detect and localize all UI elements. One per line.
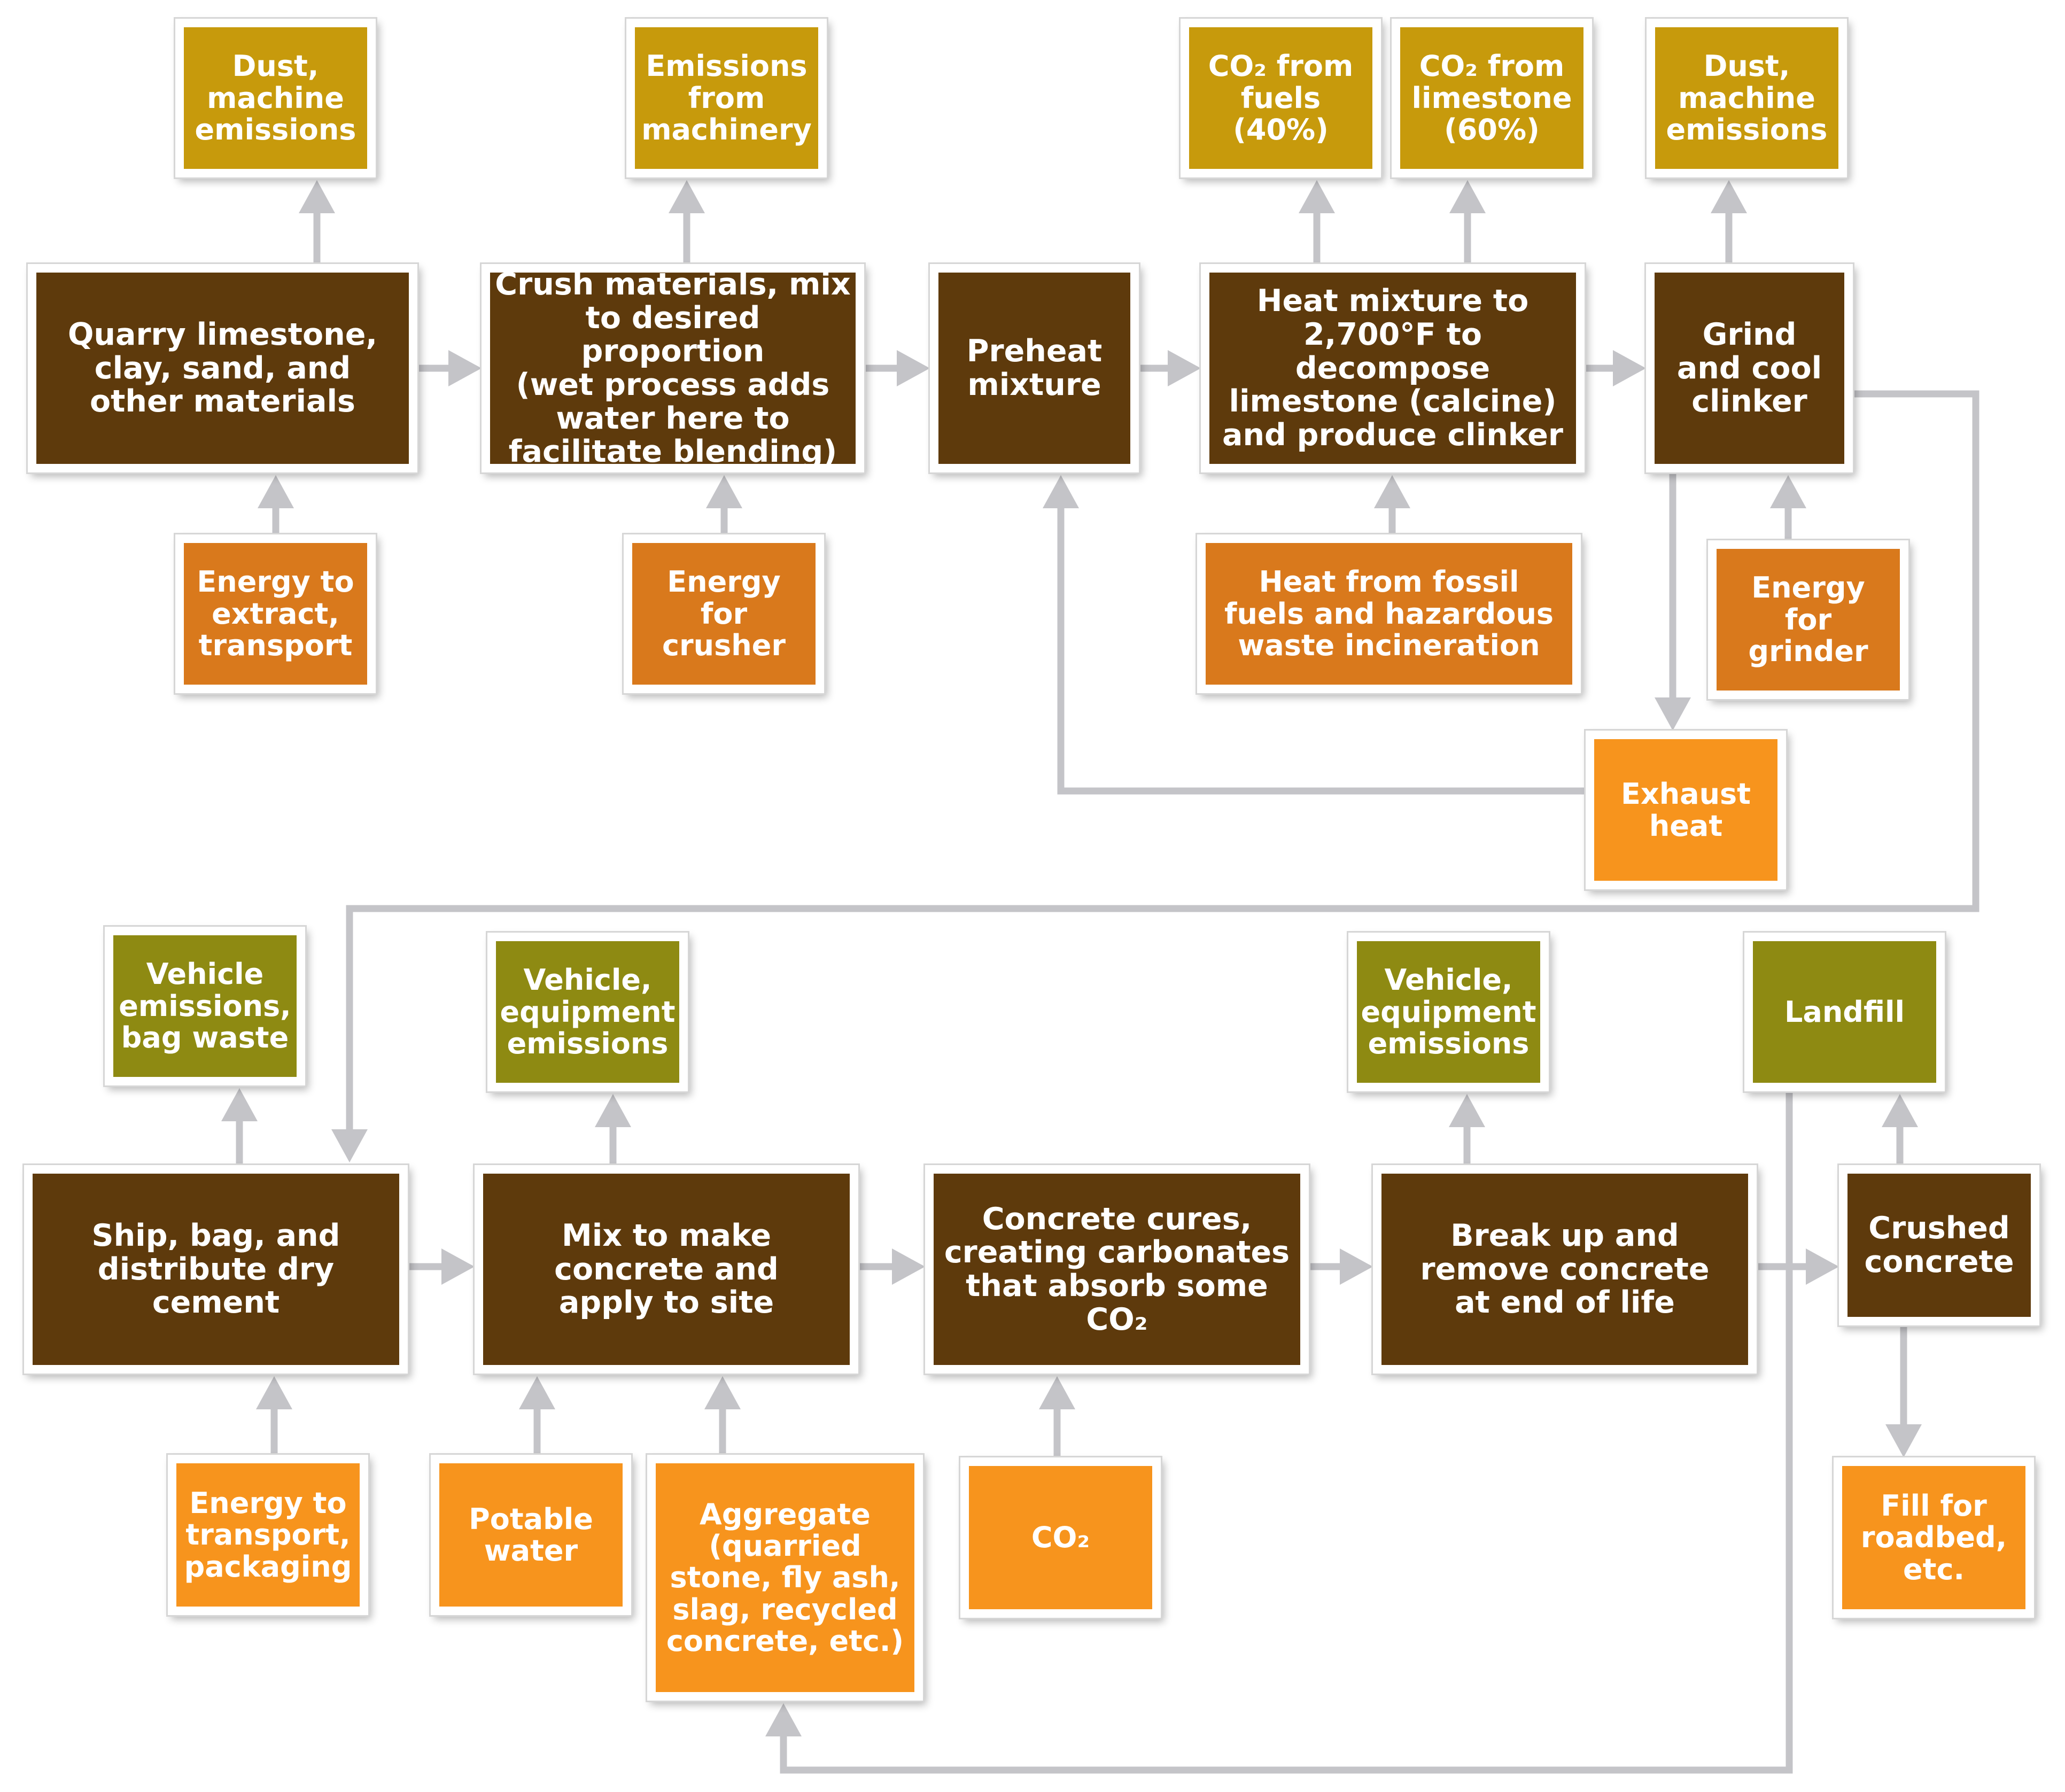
energy-extract-to-quarry-arrowhead (258, 475, 294, 508)
heat-to-co2-fuels-arrowhead (1299, 180, 1335, 213)
energy-extract-transport: Energy to extract, transport (175, 534, 376, 693)
energy-for-crusher: Energy for crusher (624, 534, 824, 693)
heat-from-fossil-fuels: Heat from fossil fuels and hazardous was… (1197, 534, 1581, 693)
ship-bag-distribute-step: Ship, bag, and distribute dry cement (24, 1165, 408, 1374)
co2-from-limestone: CO₂ from limestone (60%) (1392, 19, 1592, 177)
co2-from-fuels: CO₂ from fuels (40%) (1181, 19, 1381, 177)
preheat-mixture-step: Preheat mixture (930, 264, 1139, 472)
landfill-to-aggregate-arrowhead (765, 1703, 802, 1736)
heat-to-grind-arrowhead (1613, 350, 1646, 386)
fill-for-roadbed: Fill for roadbed, etc. (1834, 1457, 2034, 1618)
preheat-to-heat-arrowhead (1168, 350, 1201, 386)
exhaust-to-preheat-line (1057, 507, 1586, 795)
mix-to-vehicle-equip-arrowhead (595, 1094, 631, 1127)
dust-machine-emissions-grind: Dust, machine emissions (1647, 19, 1847, 177)
water-to-mix-arrowhead (519, 1376, 555, 1409)
grind-to-ship-line (346, 390, 1979, 1130)
crush-materials-step: Crush materials, mix to desired proporti… (482, 264, 864, 472)
crushed-to-landfill-arrowhead (1882, 1094, 1918, 1127)
crush-to-machinery-arrowhead (669, 180, 705, 213)
emissions-from-machinery: Emissions from machinery (626, 19, 827, 177)
vehicle-emissions-bag-waste: Vehicle emissions, bag waste (105, 927, 305, 1085)
grind-to-exhaust-arrowhead (1655, 697, 1691, 731)
aggregate-to-mix-arrowhead (704, 1376, 741, 1409)
energy-for-grinder: Energy for grinder (1708, 540, 1908, 699)
exhaust-to-preheat-arrowhead (1043, 475, 1079, 508)
quarry-limestone-step: Quarry limestone, clay, sand, and other … (28, 264, 417, 472)
dust-machine-emissions-quarry: Dust, machine emissions (175, 19, 376, 177)
energy-transport-packaging: Energy to transport, packaging (168, 1455, 368, 1615)
ship-to-mix-arrowhead (441, 1248, 475, 1285)
energy-transport-to-ship-arrowhead (256, 1376, 292, 1409)
vehicle-equipment-emissions-breakup: Vehicle, equipment emissions (1348, 933, 1549, 1091)
mix-to-cure-arrowhead (892, 1248, 925, 1285)
grind-to-dust-arrowhead (1711, 180, 1747, 213)
vehicle-equipment-emissions-mix: Vehicle, equipment emissions (487, 933, 688, 1091)
crushed-to-fill-arrowhead (1885, 1424, 1922, 1457)
cure-to-breakup-arrowhead (1340, 1248, 1373, 1285)
fossil-heat-to-heat-arrowhead (1374, 475, 1410, 508)
aggregate-input: Aggregate (quarried stone, fly ash, slag… (647, 1455, 923, 1701)
breakup-to-vehicle-equip-arrowhead (1449, 1094, 1485, 1127)
exhaust-heat: Exhaust heat (1586, 731, 1786, 889)
heat-to-co2-limestone-arrowhead (1449, 180, 1486, 213)
landfill-to-aggregate-line (780, 1091, 1793, 1774)
breakup-to-crushed-arrowhead (1806, 1248, 1839, 1285)
break-up-concrete-step: Break up and remove concrete at end of l… (1373, 1165, 1757, 1374)
crushed-concrete-step: Crushed concrete (1839, 1165, 2039, 1325)
grind-to-ship-arrowhead (331, 1129, 368, 1162)
grind-cool-clinker-step: Grind and cool clinker (1646, 264, 1853, 472)
concrete-cures-step: Concrete cures, creating carbonates that… (925, 1165, 1309, 1374)
landfill: Landfill (1744, 933, 1945, 1091)
quarry-to-crush-arrowhead (448, 350, 482, 386)
energy-crusher-to-crush-arrowhead (706, 475, 742, 508)
energy-grinder-to-grind-arrowhead (1770, 475, 1806, 508)
crush-to-preheat-arrowhead (897, 350, 930, 386)
co2-input: CO₂ (960, 1457, 1161, 1618)
heat-mixture-clinker-step: Heat mixture to 2,700°F to decompose lim… (1201, 264, 1585, 472)
quarry-to-dust-arrowhead (299, 180, 335, 213)
mix-concrete-step: Mix to make concrete and apply to site (475, 1165, 858, 1374)
potable-water: Potable water (431, 1455, 631, 1615)
ship-to-vehicle-bag-arrowhead (221, 1088, 258, 1121)
co2-to-cure-arrowhead (1039, 1376, 1075, 1409)
